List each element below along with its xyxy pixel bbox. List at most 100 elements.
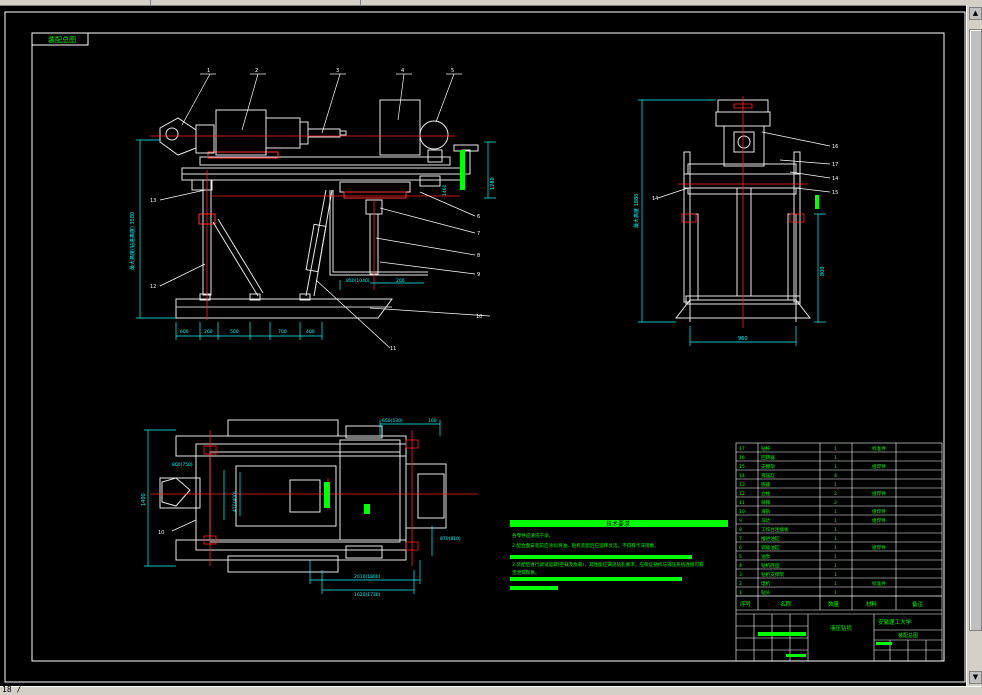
title-block-mark-3 <box>786 654 806 657</box>
bom-cell-qty: 1 <box>834 482 837 488</box>
window-top-bar <box>0 0 982 6</box>
bom-cell-note: 组焊件 <box>872 517 886 524</box>
bom-cell-no: 13 <box>739 482 745 488</box>
callout-6: 6 <box>477 214 480 220</box>
front-view-callouts: 1 2 3 4 5 6 7 8 9 10 11 13 12 <box>150 68 482 352</box>
bom-cell-no: 17 <box>739 446 745 452</box>
front-view <box>159 99 479 319</box>
bom-cell-no: 14 <box>739 473 745 479</box>
bom-cell-name: 钻机支撑架 <box>761 571 784 578</box>
drawing-sheet[interactable]: 装配总图 <box>0 0 966 686</box>
bom-cell-qty: 1 <box>834 581 837 587</box>
vertical-scrollbar[interactable]: ▲ ▼ <box>966 5 982 686</box>
sheet-outer-border <box>4 11 966 683</box>
frame-label: 装配总图 <box>48 35 76 44</box>
bom-cell-name: 油泵 <box>761 553 771 560</box>
callout-11: 11 <box>390 346 396 352</box>
scroll-down-arrow-icon[interactable]: ▼ <box>969 671 982 684</box>
bom-cell-name: 钻机底盘 <box>761 562 780 569</box>
callout-4: 4 <box>401 68 404 74</box>
callout-7: 7 <box>477 231 480 237</box>
bom-cell-qty: 1 <box>834 563 837 569</box>
bom-cell-qty: 1 <box>834 536 837 542</box>
pump-circle <box>419 120 449 150</box>
top-dim-right-a: 870(810) <box>440 536 461 542</box>
title-block-mark-2 <box>876 642 892 645</box>
top-view-center-lines <box>150 430 478 566</box>
tech-title: 技术要求 <box>606 520 630 528</box>
top-view <box>159 419 447 573</box>
top-dim-bottom-a: 2010(1800) <box>354 574 381 580</box>
bom-cell-qty: 1 <box>834 518 837 524</box>
bom-cell-name: 电机 <box>761 580 771 587</box>
side-view-green-mark <box>815 195 819 209</box>
scroll-thumb[interactable] <box>969 29 982 631</box>
bom-cell-no: 11 <box>739 500 745 506</box>
bom-cell-name: 滑轨 <box>761 508 771 515</box>
status-bar: 18 / <box>0 685 982 695</box>
front-dim-b1: 600 <box>180 329 189 335</box>
tech-line-2: 2.配合面安装前应涂润滑油，钻机装配后应运转灵活，不得有卡滞现象。 <box>512 542 659 549</box>
top-view-leader <box>171 519 197 532</box>
bom-header-qty: 数量 <box>828 600 840 608</box>
bom-cell-no: 5 <box>739 554 742 560</box>
bom-cell-no: 10 <box>739 509 745 515</box>
callout-14: 14 <box>832 176 838 182</box>
bom-header: 序号 名称 数量 材料 备注 <box>740 600 924 608</box>
bom-cell-no: 15 <box>739 464 745 470</box>
bom-cell-no: 8 <box>739 527 742 533</box>
bom-cell-no: 16 <box>739 455 745 461</box>
top-view-green-mark-2 <box>364 504 370 514</box>
bom-cell-qty: 1 <box>834 572 837 578</box>
top-bar-segment[interactable] <box>0 0 151 5</box>
top-view-green-mark <box>324 482 330 508</box>
bom-cell-name: 钻杆 <box>761 445 771 452</box>
callout-8: 8 <box>477 253 480 259</box>
tech-bar-2 <box>510 555 692 559</box>
side-dim-height: 最大高度 1880 <box>633 194 640 228</box>
top-dim-bottom-b: 1620(1730) <box>354 592 381 598</box>
bom-cell-no: 3 <box>739 572 742 578</box>
bom-cell-name: 推进油缸 <box>761 535 780 542</box>
bom-cell-name: 液压缸 <box>761 472 775 479</box>
bom-cell-qty: 1 <box>834 455 837 461</box>
scroll-up-arrow-icon[interactable]: ▲ <box>969 7 982 20</box>
side-view-leaders <box>657 131 831 199</box>
tech-bar-4 <box>510 586 558 590</box>
frame-label-box <box>31 32 89 46</box>
bom-cell-no: 7 <box>739 536 742 542</box>
bom-cell-name: 立柱 <box>761 490 771 497</box>
bom-cell-note: 组焊件 <box>872 508 886 515</box>
tech-bar-3 <box>510 577 682 581</box>
bom-cell-qty: 1 <box>834 590 837 596</box>
base-frame <box>175 298 393 319</box>
bom-cell-no: 9 <box>739 518 742 524</box>
callout-10: 10 <box>476 314 482 320</box>
bom-cell-qty: 1 <box>834 446 837 452</box>
side-view-dimensions <box>638 99 826 346</box>
title-block-drawing-no: 装配总图 <box>898 632 918 639</box>
motor-box <box>215 109 267 156</box>
tech-requirements: 技术要求 各零件应清洗干净。 2.配合面安装前应涂润滑油，钻机装配后应运转灵活，… <box>510 520 728 590</box>
tech-line-4: 无泄漏现象。 <box>512 569 540 576</box>
callout-5: 5 <box>451 68 454 74</box>
tech-title-bar <box>510 520 728 527</box>
bom-cell-name: 支撑架 <box>761 463 775 470</box>
bom-cell-qty: 1 <box>834 527 837 533</box>
front-dim-right-height: 1280 <box>490 177 496 190</box>
front-dim-b2: 260 <box>204 329 213 335</box>
callout-3: 3 <box>336 68 339 74</box>
title-block-school: 安徽理工大学 <box>878 618 912 626</box>
top-bar-segment[interactable] <box>150 0 361 5</box>
top-dim-width: 1400 <box>141 493 147 506</box>
bom-cell-qty: 4 <box>834 473 837 479</box>
front-dim-overall-height: 最大高度(钻进高度) 3580 <box>129 212 136 270</box>
bom-cell-note: 组焊件 <box>872 490 886 497</box>
bom-cell-name: 调角油缸 <box>761 544 780 551</box>
bom-header-no: 序号 <box>740 600 752 608</box>
bom-cell-qty: 1 <box>834 554 837 560</box>
bom-header-note: 备注 <box>912 600 924 608</box>
bom-cell-note: 组焊件 <box>872 463 886 470</box>
